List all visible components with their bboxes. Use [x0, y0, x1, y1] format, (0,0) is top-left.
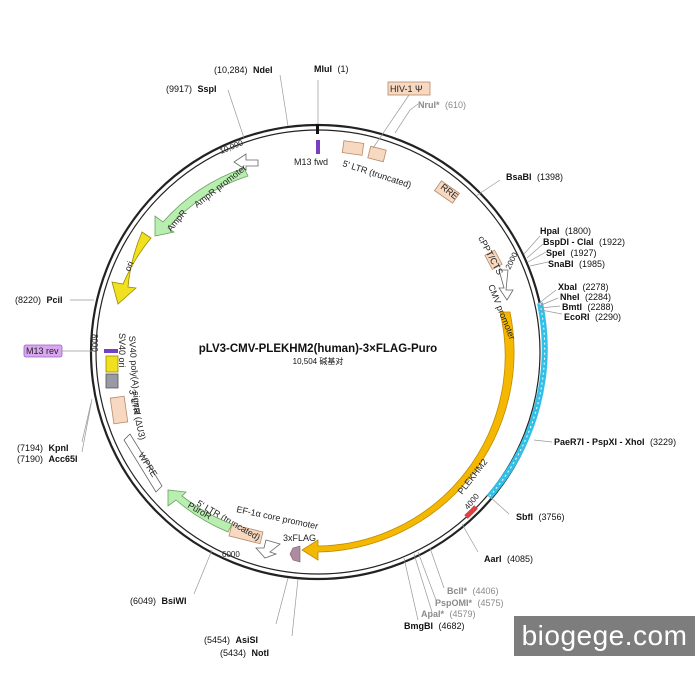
feature-ampr-promoter-arrow [233, 153, 259, 171]
feature-sv40-ori-box [105, 355, 119, 373]
feature-m13fwd-marker [316, 140, 320, 154]
feature-wpre-arrow [123, 433, 163, 493]
feature-rre-box [433, 180, 461, 204]
feature-label-sv40-polya: SV40 poly(A) signal [127, 335, 142, 415]
site-noti: (5434) NotI [220, 648, 269, 658]
feature-plekhm2-arrow [301, 311, 515, 561]
site-bcli: BclI* (4406) [447, 586, 499, 596]
feature-cppt-box [484, 249, 503, 270]
map-title: pLV3-CMV-PLEKHM2(human)-3×FLAG-Puro [199, 343, 437, 355]
tick-6000: 6000 [222, 550, 240, 559]
site-bsiwi: (6049) BsiWI [130, 596, 187, 606]
feature-label-ori: ori [123, 260, 136, 273]
feature-cmv-promoter-arrow [498, 269, 514, 301]
site-nrui: NruI* (610) [418, 100, 466, 110]
site-nhei: NheI (2284) [560, 292, 611, 302]
feature-ampr-arrow [154, 167, 249, 237]
site-pcii: (8220) PciI [15, 295, 63, 305]
feature-3ltr-box [109, 395, 129, 425]
feature-label-cppt: cPPT/CTS [476, 234, 505, 276]
site-apai: ApaI* (4579) [421, 609, 476, 619]
tick-10000: 10,000 [218, 138, 245, 156]
feature-label-3xflag: 3xFLAG [283, 533, 316, 543]
site-sspi: (9917) SspI [166, 84, 217, 94]
site-spei: SpeI (1927) [546, 248, 597, 258]
site-kpni: (7194) KpnI [17, 443, 69, 453]
feature-m13rev-marker [104, 349, 118, 353]
feature-ef1a-arrow [255, 539, 281, 559]
feature-label-m13rev: M13 rev [26, 346, 59, 356]
site-snabi: SnaBI (1985) [548, 259, 605, 269]
site-ndei: (10,284) NdeI [214, 65, 273, 75]
site-asisi: (5454) AsiSI [204, 635, 258, 645]
insert-end-mark [464, 505, 478, 519]
feature-label-sv40-ori: SV40 ori [117, 333, 127, 368]
site-acc65i: (7190) Acc65I [17, 454, 78, 464]
site-bsabi: BsaBI (1398) [506, 172, 563, 182]
insert-region-stripes [488, 302, 546, 498]
site-sbfi: SbfI (3756) [516, 512, 565, 522]
site-bmti: BmtI (2288) [562, 302, 614, 312]
feature-ori-arrow [111, 231, 152, 305]
feature-5ltr-box-a [341, 140, 365, 156]
tick-8000: 8000 [90, 334, 99, 352]
insert-region-arc [486, 302, 548, 499]
feature-label-ampr-promoter: AmpR promoter [192, 163, 248, 210]
feature-5ltr-box-b [367, 145, 387, 163]
mlui-marker [316, 124, 319, 134]
site-xbai: XbaI (2278) [558, 282, 609, 292]
site-xhoi: PaeR7I - PspXI - XhoI (3229) [554, 437, 676, 447]
site-ecori: EcoRI (2290) [564, 312, 621, 322]
hiv-psi-leader [372, 94, 410, 149]
feature-sv40-polya-box [105, 373, 119, 389]
site-bspdi-clai: BspDI - ClaI (1922) [543, 237, 625, 247]
site-mlui: MluI (1) [314, 64, 349, 74]
tick-4000: 4000 [463, 491, 482, 511]
site-hpai: HpaI (1800) [540, 226, 591, 236]
site-bmgbi: BmgBI (4682) [404, 621, 465, 631]
map-size: 10,504 碱基对 [293, 356, 344, 366]
feature-label-hiv-psi: HIV-1 Ψ [390, 84, 423, 94]
feature-label-m13fwd: M13 fwd [294, 157, 328, 167]
feature-label-5ltr: 5' LTR (truncated) [341, 158, 412, 190]
feature-5ltr-lower-box [228, 523, 264, 545]
site-aari: AarI (4085) [484, 554, 533, 564]
feature-3xflag-arrow [289, 545, 301, 563]
watermark-logo: biogege.com [514, 616, 695, 656]
site-leader-lines [70, 74, 563, 637]
site-pspomi: PspOMI* (4575) [435, 598, 504, 608]
feature-puror-arrow [167, 489, 233, 533]
